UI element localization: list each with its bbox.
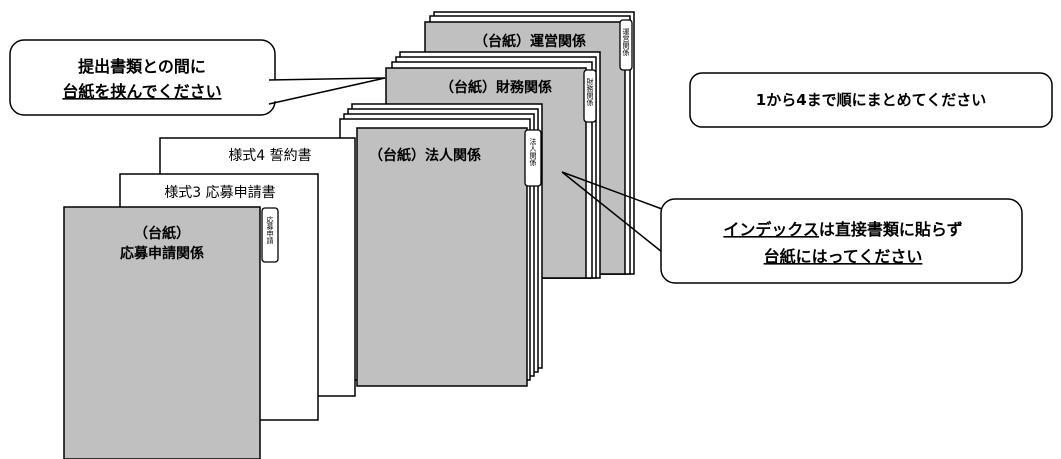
application-tab-label: 応募申請 xyxy=(266,215,274,245)
operation-cover-title: （台紙）運営関係 xyxy=(474,33,586,50)
corporate-cover-sheet xyxy=(356,127,528,387)
corporate-index-tab xyxy=(524,129,542,187)
application-forms-stack: 様式4 誓約書 様式3 応募申請書 （台紙） 応募申請関係 応募申請 xyxy=(63,137,356,459)
index-instruction-line1: インデックスは直接書類に貼らず xyxy=(723,220,962,239)
operation-index-tab xyxy=(619,19,633,71)
corporate-tab-label: 法人関係 xyxy=(529,137,537,167)
index-instruction-line2: 台紙にはってください xyxy=(764,247,923,266)
order-instruction: 1から4まで順にまとめてください xyxy=(756,91,986,109)
index-line1-rest: は直接書類に貼らず xyxy=(819,220,963,239)
application-cover-title-line2: 応募申請関係 xyxy=(120,245,204,262)
insert-cover-callout: 提出書類との間に 台紙を挟んでください xyxy=(9,39,386,116)
corporate-cover-title: （台紙）法人関係 xyxy=(369,147,481,164)
callout-pointer-lower xyxy=(561,171,663,253)
application-cover-sheet xyxy=(63,206,261,459)
insert-cover-line1: 提出書類との間に xyxy=(78,57,206,76)
finance-cover-title: （台紙）財務関係 xyxy=(440,79,552,96)
form3-title: 様式3 応募申請書 xyxy=(164,185,275,201)
application-cover-title-line1: （台紙） xyxy=(134,225,190,242)
index-word: インデックス xyxy=(723,220,819,239)
application-index-tab xyxy=(261,207,279,263)
index-callout: インデックスは直接書類に貼らず 台紙にはってください xyxy=(561,171,1023,284)
finance-tab-label: 財務関係 xyxy=(586,77,594,107)
finance-index-tab xyxy=(583,69,597,123)
form4-title: 様式4 誓約書 xyxy=(228,148,311,164)
insert-cover-line2: 台紙を挟んでください xyxy=(62,82,221,101)
callout-box xyxy=(660,198,1023,284)
callout-pointer xyxy=(268,77,386,105)
order-callout: 1から4まで順にまとめてください xyxy=(689,72,1053,128)
callout-pointer-upper xyxy=(561,171,663,210)
callout-box xyxy=(9,39,276,116)
corporate-cover-stack: （台紙）法人関係 法人関係 xyxy=(339,103,543,387)
operation-tab-label: 運営関係 xyxy=(622,27,630,57)
callout-box xyxy=(689,72,1053,128)
